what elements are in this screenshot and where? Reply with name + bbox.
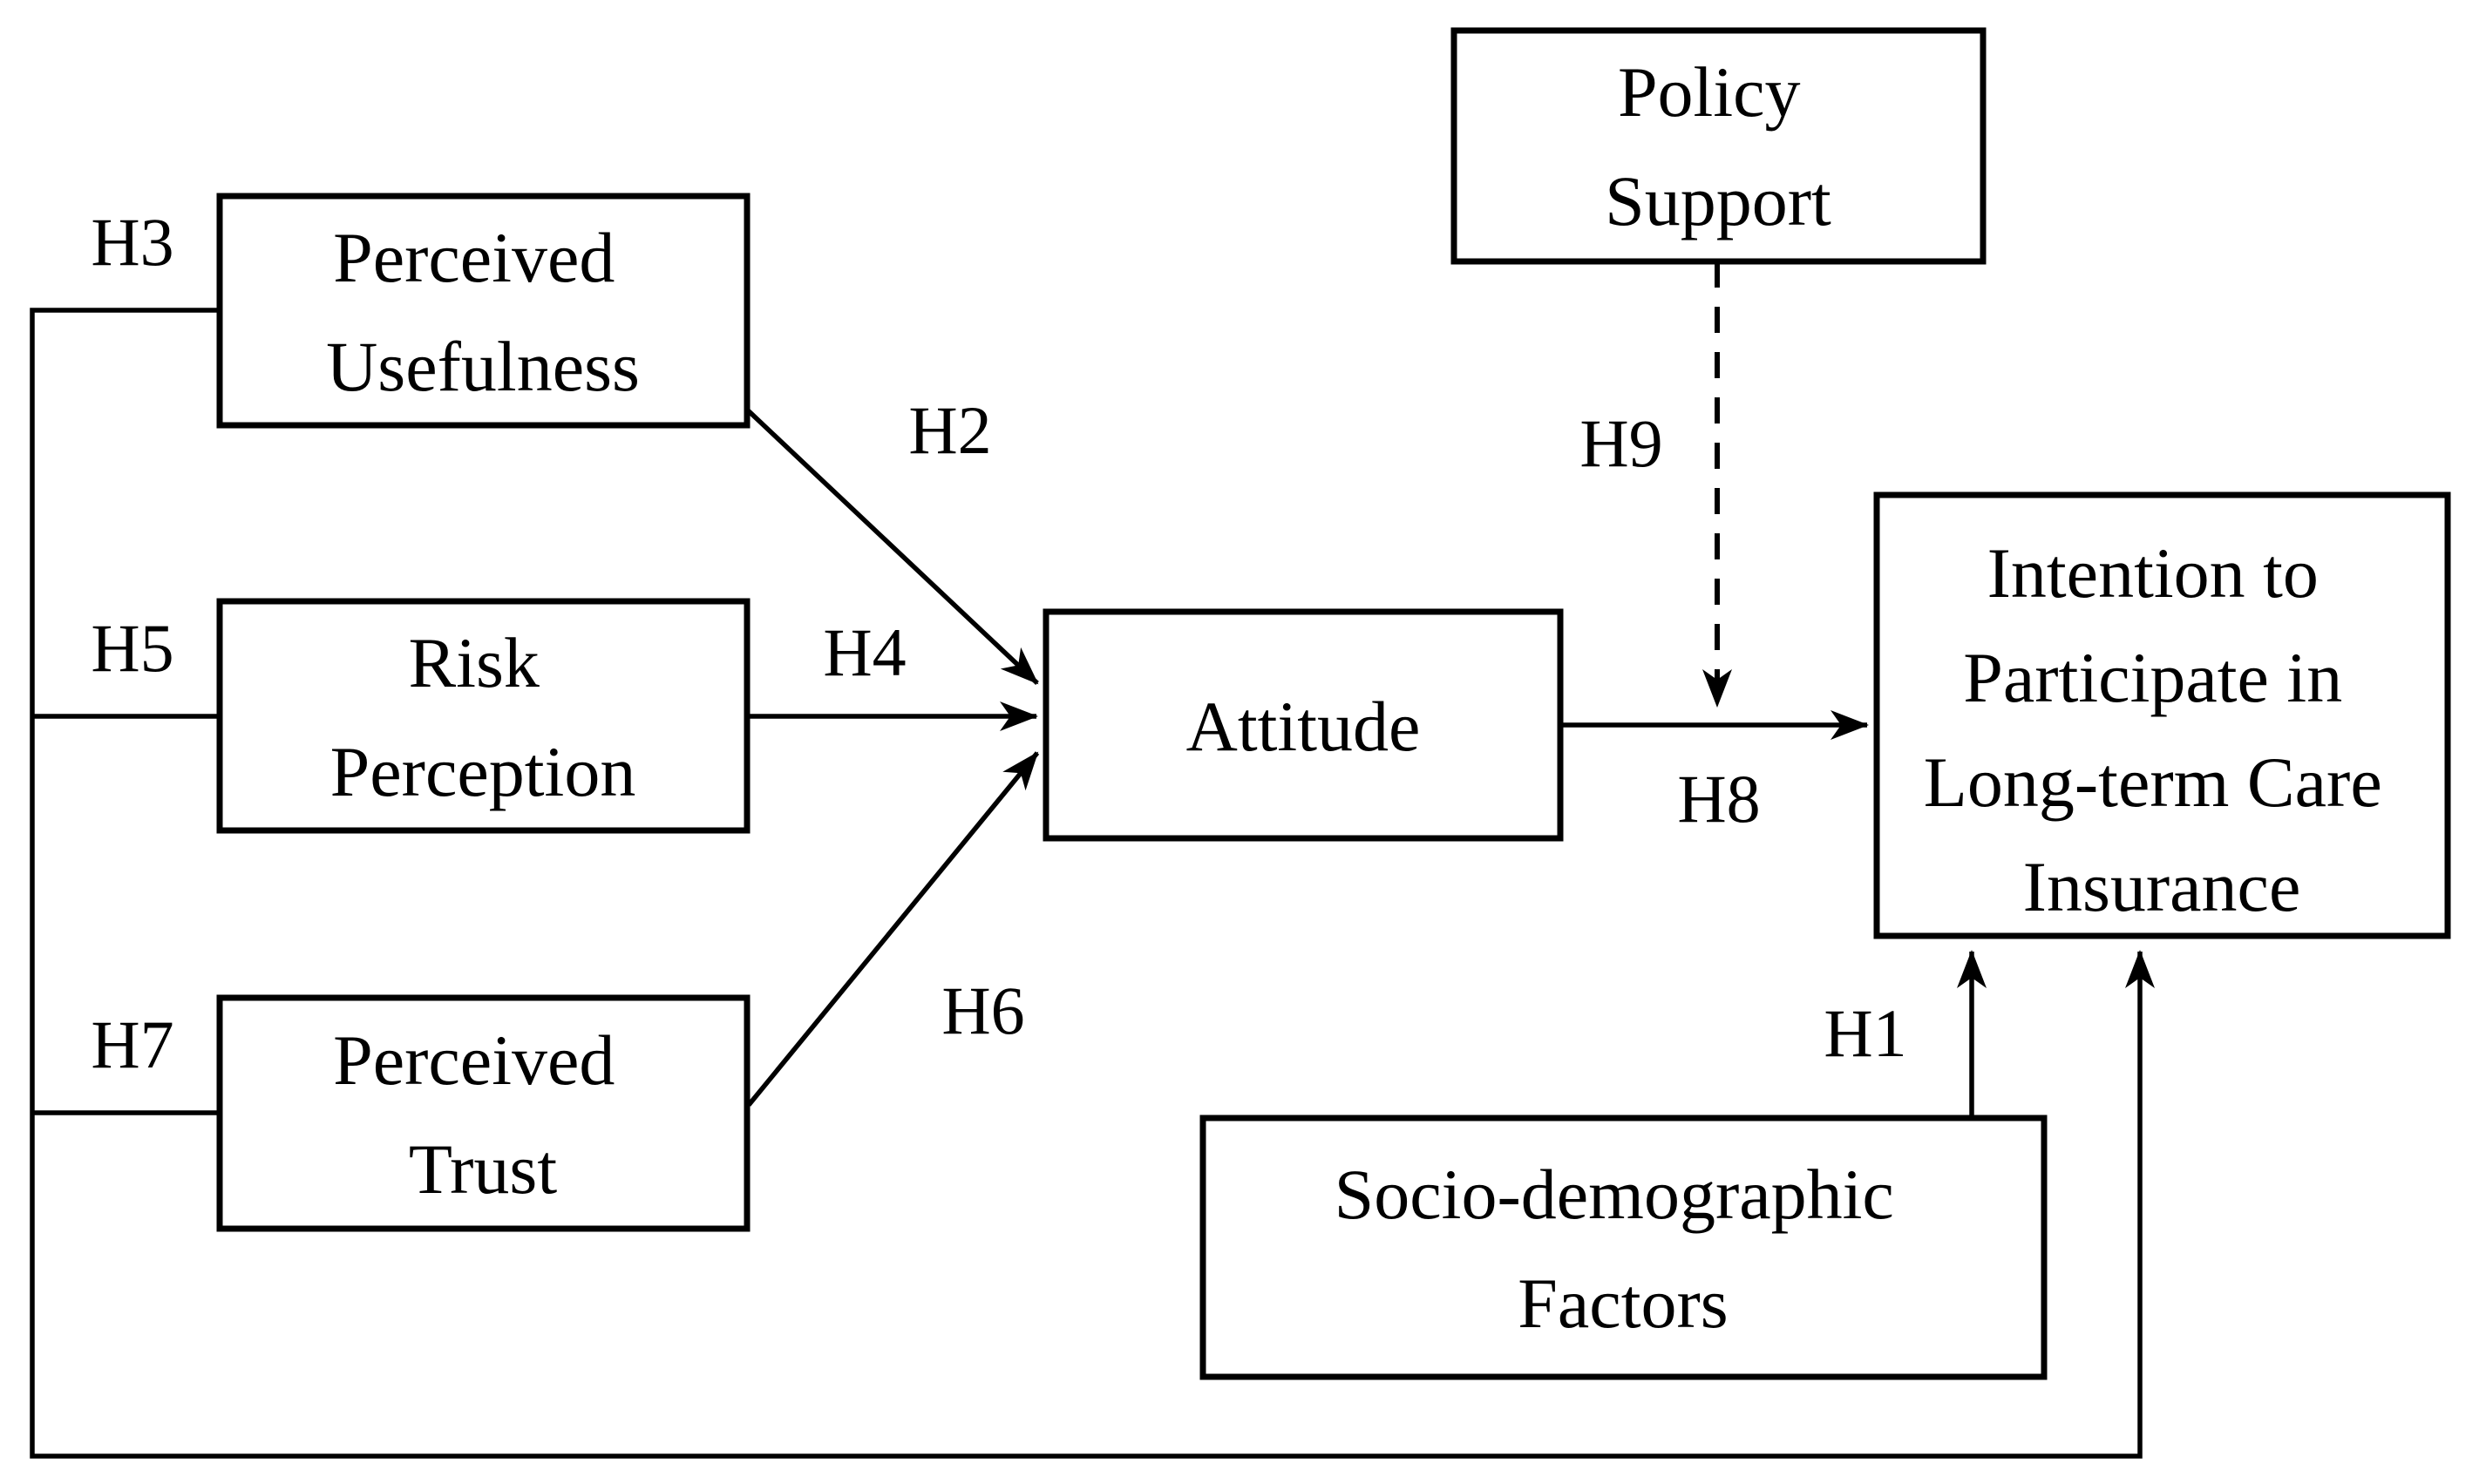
direct-effects-path: [30, 308, 2155, 1459]
perceived-trust-box: [216, 994, 751, 1232]
node-label-line: Perceived: [333, 218, 615, 297]
node-socio-demographic-factors: Socio-demographic Factors: [1199, 1115, 2048, 1380]
h1-label: H1: [1824, 995, 1906, 1071]
h6-label: H6: [941, 972, 1024, 1048]
h8-label: H8: [1677, 761, 1760, 837]
node-label-line: Factors: [1518, 1264, 1728, 1343]
node-label-line: Support: [1605, 161, 1831, 241]
node-label-line: Insurance: [2023, 847, 2301, 926]
h5-label: H5: [91, 610, 173, 686]
perceived-usefulness-box: [216, 193, 751, 429]
node-label-line: Usefulness: [326, 327, 640, 406]
node-label-line: Perception: [330, 732, 636, 811]
node-attitude: Attitude: [1043, 608, 1564, 842]
edges: [30, 261, 2155, 1459]
perceived-trust-label: Perceived Trust: [333, 1020, 633, 1209]
node-label-line: Attitude: [1186, 687, 1421, 766]
h2-arrow: [745, 407, 1039, 686]
h7-label: H7: [91, 1006, 173, 1082]
intention-box: [1873, 491, 2451, 939]
node-label-line: Perceived: [333, 1020, 615, 1100]
h6-arrow: [746, 751, 1040, 1107]
risk-perception-box: [216, 598, 751, 834]
h3-label: H3: [91, 204, 173, 280]
node-label-line: Policy: [1618, 52, 1801, 132]
intention-label: Intention to Participate in Long-term Ca…: [1924, 533, 2400, 926]
node-label-line: Socio-demographic: [1335, 1155, 1894, 1234]
socio-demographic-factors-label: Socio-demographic Factors: [1335, 1155, 1912, 1343]
node-label-line: Long-term Care: [1924, 742, 2382, 822]
hypothesis-labels: H3 H5 H7 H2 H4 H6 H8 H9 H1: [91, 204, 1906, 1082]
policy-support-box: [1450, 27, 1987, 265]
h2-label: H2: [908, 392, 991, 468]
risk-perception-label: Risk Perception: [330, 623, 636, 811]
h4-label: H4: [823, 614, 906, 690]
node-label-line: Trust: [409, 1129, 557, 1209]
perceived-usefulness-label: Perceived Usefulness: [326, 218, 640, 406]
socio-demographic-factors-box: [1199, 1115, 2048, 1380]
node-perceived-trust: Perceived Trust: [216, 994, 751, 1232]
node-intention: Intention to Participate in Long-term Ca…: [1873, 491, 2451, 939]
attitude-box: [1043, 608, 1564, 842]
attitude-label: Attitude: [1186, 687, 1421, 766]
node-label-line: Participate in: [1963, 638, 2342, 717]
node-label-line: Intention to: [1987, 533, 2319, 613]
h9-label: H9: [1579, 405, 1662, 481]
policy-support-label: Policy Support: [1605, 52, 1831, 241]
node-perceived-usefulness: Perceived Usefulness: [216, 193, 751, 429]
node-risk-perception: Risk Perception: [216, 598, 751, 834]
node-policy-support: Policy Support: [1450, 27, 1987, 265]
node-label-line: Risk: [409, 623, 540, 702]
